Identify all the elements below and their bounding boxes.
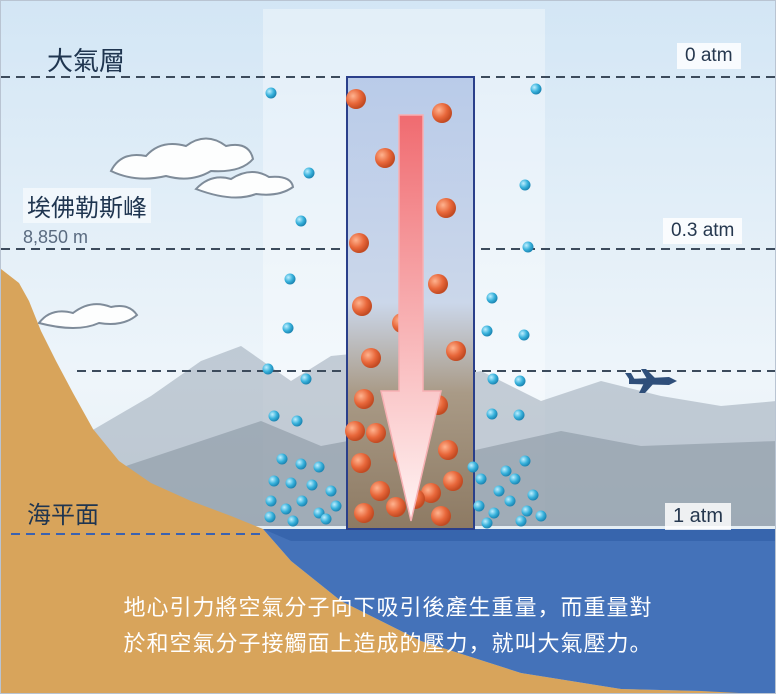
molecule-icon [467,461,479,473]
everest-height-label: 8,850 m [23,227,89,247]
molecule-icon [306,479,318,491]
molecule-icon [375,148,395,168]
molecule-icon [300,373,312,385]
molecule-icon [285,477,297,489]
caption-line-2: 於和空氣分子接觸面上造成的壓力，就叫大氣壓力。 [123,632,653,657]
molecule-icon [291,415,303,427]
molecule-icon [345,421,365,441]
molecule-icon [296,495,308,507]
molecule-icon [527,489,539,501]
molecule-icon [287,515,299,527]
molecule-icon [280,503,292,515]
molecule-icon [262,363,274,375]
cloud-icon [37,303,139,329]
molecule-icon [519,455,531,467]
sea-horizon [263,529,775,541]
molecule-icon [436,198,456,218]
molecule-icon [500,465,512,477]
molecule-icon [264,511,276,523]
pressure-label-0-atm: 0 atm [677,43,741,69]
molecule-icon [438,440,458,460]
molecule-icon [276,453,288,465]
molecule-icon [431,506,451,526]
molecule-icon [509,473,521,485]
molecule-icon [446,341,466,361]
air-molecules [262,83,547,529]
molecule-icon [513,409,525,421]
molecule-icon [515,515,527,527]
molecule-icon [320,513,332,525]
molecule-icon [421,483,441,503]
molecule-icon [504,495,516,507]
molecule-icon [530,83,542,95]
molecule-icon [370,481,390,501]
molecule-icon [475,473,487,485]
molecule-icon [473,500,485,512]
molecule-icon [349,233,369,253]
molecule-icon [488,507,500,519]
molecule-icon [282,322,294,334]
cloud-icon [194,171,295,199]
molecule-icon [487,373,499,385]
molecule-icon [325,485,337,497]
everest-label: 埃佛勒斯峰 [23,188,151,223]
molecule-icon [443,471,463,491]
molecule-icon [284,273,296,285]
molecule-icon [268,475,280,487]
molecule-icon [481,517,493,529]
molecule-icon [519,179,531,191]
sea [263,529,775,693]
molecule-icon [313,461,325,473]
molecule-icon [346,89,366,109]
molecule-icon [432,103,452,123]
molecule-icon [428,274,448,294]
sea-level-label: 海平面 [27,501,99,529]
molecule-icon [493,485,505,497]
atmosphere-label: 大氣層 [47,47,126,77]
molecule-icon [303,167,315,179]
molecule-icon [518,329,530,341]
molecule-icon [265,87,277,99]
molecule-icon [352,296,372,316]
molecule-icon [295,215,307,227]
molecule-icon [354,503,374,523]
down-arrow-icon [380,114,442,522]
molecule-icon [514,375,526,387]
molecule-icon [486,292,498,304]
cloud-icon [109,137,255,180]
airplane-icon [625,369,677,393]
molecule-icon [361,348,381,368]
molecule-icon [486,408,498,420]
molecule-icon [354,389,374,409]
molecule-icon [330,500,342,512]
pressure-label-1-atm: 1 atm [665,503,732,530]
molecule-icon [366,423,386,443]
molecule-icon [521,505,533,517]
pressure-label-0.3-atm: 0.3 atm [663,218,743,244]
caption: 地心引力將空氣分子向下吸引後產生重量，而重量對 於和空氣分子接觸面上造成的壓力，… [21,591,755,663]
molecule-icon [481,325,493,337]
molecule-icon [268,410,280,422]
molecule-icon [265,495,277,507]
molecule-icon [295,458,307,470]
molecule-icon [535,510,547,522]
caption-line-1: 地心引力將空氣分子向下吸引後產生重量，而重量對 [123,596,653,621]
molecule-icon [522,241,534,253]
molecule-icon [351,453,371,473]
molecule-icon [386,497,406,517]
mountain-slope [1,269,775,693]
